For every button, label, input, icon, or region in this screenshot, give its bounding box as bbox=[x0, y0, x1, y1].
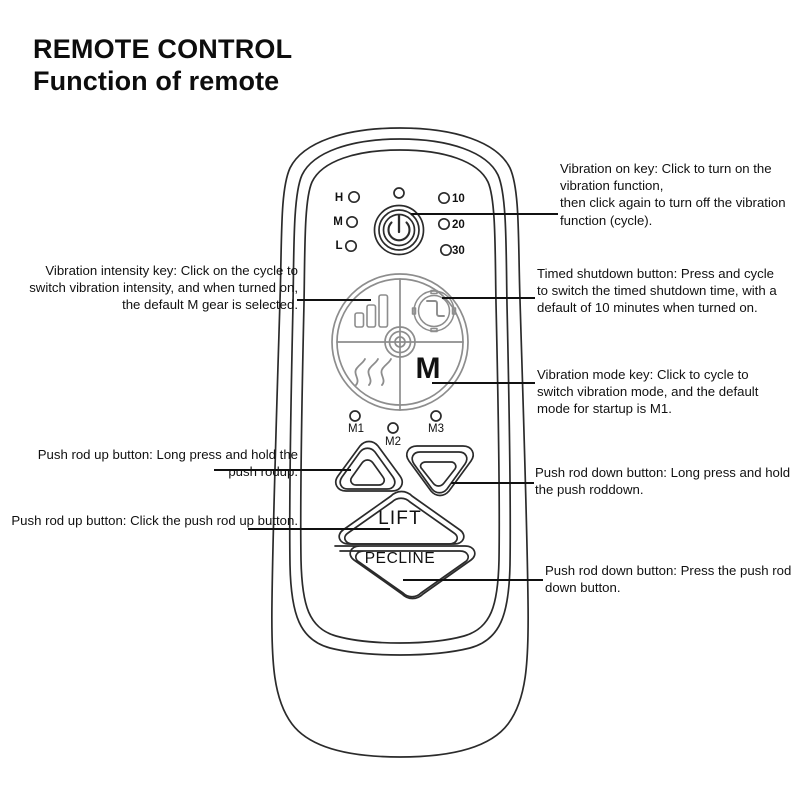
led-intensity-low bbox=[344, 239, 358, 253]
led-intensity-high bbox=[347, 190, 361, 204]
label-timer-30: 30 bbox=[452, 245, 465, 257]
page-title: REMOTE CONTROL Function of remote bbox=[33, 34, 292, 97]
timed-shutdown-clock-icon bbox=[411, 289, 457, 333]
four-way-pad bbox=[331, 273, 469, 411]
led-mode-m1 bbox=[349, 410, 361, 422]
lift-button-label[interactable]: LIFT bbox=[378, 508, 422, 529]
push-rod-up-button bbox=[335, 440, 403, 492]
label-intensity-low: L bbox=[335, 240, 343, 252]
callout-push-rod-up-click: Push rod up button: Click the push rod u… bbox=[11, 513, 298, 528]
label-timer-10: 10 bbox=[452, 193, 465, 205]
label-intensity-medium: M bbox=[333, 216, 343, 228]
callout-timed-shutdown: Timed shutdown button: Press and cycle t… bbox=[537, 266, 777, 316]
push-rod-down-button bbox=[406, 445, 474, 497]
callout-push-rod-down-long: Push rod down button: Long press and hol… bbox=[535, 465, 791, 498]
led-timer-10 bbox=[437, 191, 451, 205]
control-panel-outline bbox=[288, 138, 512, 656]
callout-push-rod-up-long: Push rod up button: Long press and hold … bbox=[37, 447, 298, 480]
title-line-1: REMOTE CONTROL bbox=[33, 34, 293, 64]
vibration-intensity-bars-icon bbox=[354, 294, 389, 328]
heat-waves-icon bbox=[354, 358, 392, 386]
led-power bbox=[393, 187, 405, 199]
led-intensity-medium bbox=[345, 215, 359, 229]
label-timer-20: 20 bbox=[452, 219, 465, 231]
label-mode-m2: M2 bbox=[385, 436, 401, 448]
title-line-2: Function of remote bbox=[33, 66, 280, 96]
callout-vibration-on: Vibration on key: Click to turn on the v… bbox=[560, 161, 786, 228]
vibration-mode-letter[interactable]: M bbox=[415, 352, 441, 385]
callout-vibration-intensity: Vibration intensity key: Click on the cy… bbox=[29, 263, 298, 313]
callout-push-rod-down-press: Push rod down button: Press the push rod… bbox=[545, 563, 792, 596]
label-mode-m3: M3 bbox=[428, 423, 444, 435]
led-mode-m3 bbox=[430, 410, 442, 422]
power-button bbox=[373, 204, 425, 256]
label-mode-m1: M1 bbox=[348, 423, 364, 435]
callout-vibration-mode: Vibration mode key: Click to cycle to sw… bbox=[537, 367, 759, 417]
led-mode-m2 bbox=[387, 422, 399, 434]
pecline-button-label[interactable]: PECLINE bbox=[364, 550, 436, 567]
label-intensity-high: H bbox=[334, 192, 344, 204]
led-timer-30 bbox=[439, 243, 453, 257]
led-timer-20 bbox=[437, 217, 451, 231]
